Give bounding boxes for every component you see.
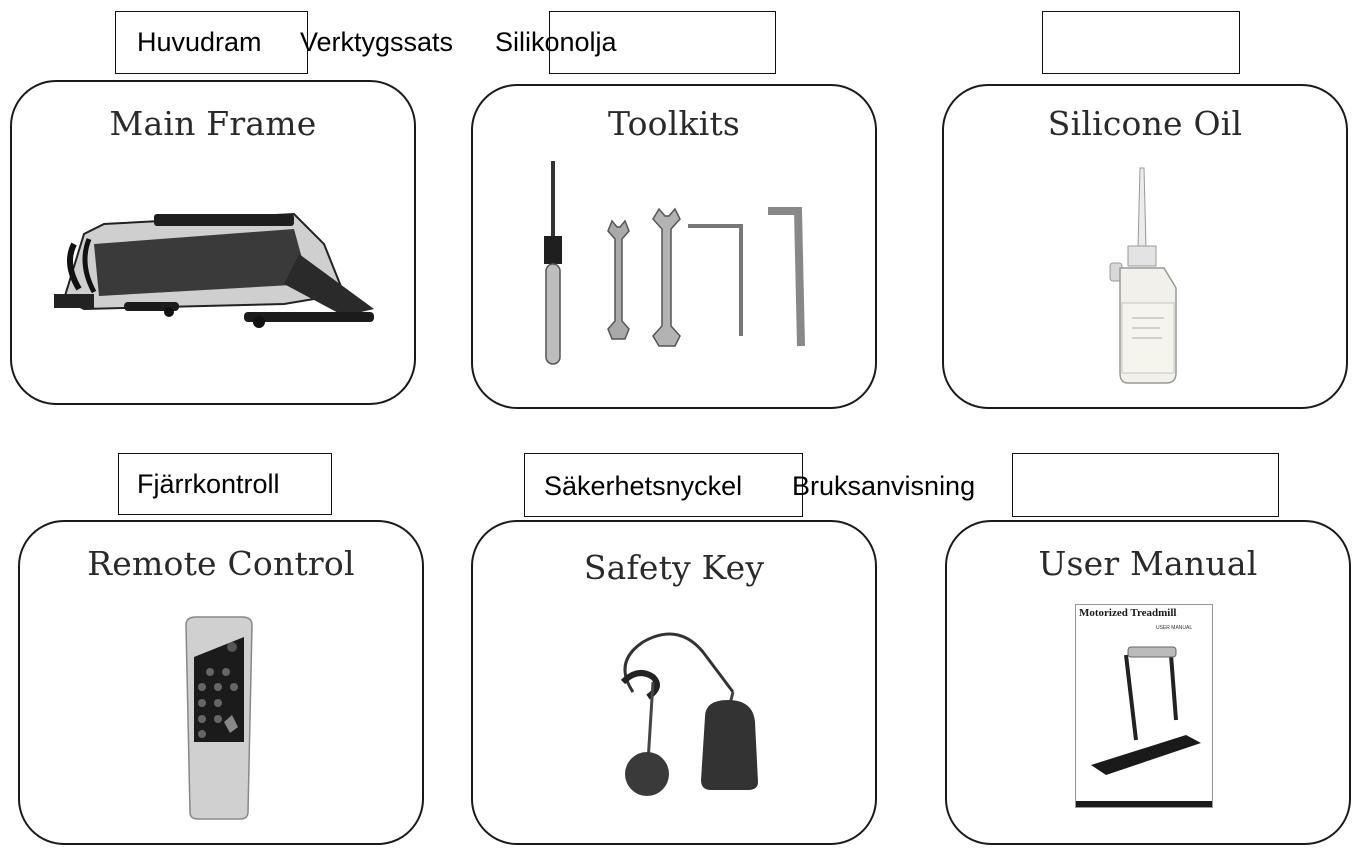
card-silicone-oil: Silicone Oil [942,84,1348,409]
card-user-manual: User Manual Motorized Treadmill USER MAN… [945,520,1351,845]
tools-image [544,161,805,365]
wrench-icon [607,219,630,340]
card-toolkits: Toolkits [471,84,877,409]
label-box-remote-control [118,453,332,515]
label-box-safety-key [524,453,803,517]
remote-control-image [185,616,253,820]
safety-key-image [620,632,758,796]
label-safety-key-sv: Säkerhetsnyckel [544,471,743,501]
label-user-manual-sv: Bruksanvisning [792,471,976,501]
label-box-main-frame [115,11,308,74]
label-box-silicone-oil [1042,11,1240,74]
screwdriver-icon [551,161,555,236]
label-silicone-oil-sv: Silikonolja [495,27,617,57]
treadmill-icon [1076,646,1212,807]
manual-cover: Motorized Treadmill USER MANUAL [1075,604,1213,808]
manual-cover-title: Motorized Treadmill [1079,607,1177,619]
card-safety-key: Safety Key [471,520,877,845]
label-box-user-manual [1012,453,1279,517]
label-remote-control-sv: Fjärrkontroll [137,469,280,499]
card-title-safety-key: Safety Key [583,548,765,587]
label-box-toolkits [549,11,776,74]
label-main-frame-sv: Huvudram [137,27,262,57]
card-remote-control: Remote Control [18,520,424,845]
oil-bottle-image [1109,167,1177,384]
card-title-main-frame: Main Frame [109,104,317,143]
label-toolkits-sv: Verktygssats [300,27,454,57]
manual-cover-subtitle: USER MANUAL [1156,625,1193,631]
card-title-toolkits: Toolkits [607,104,741,143]
card-title-user-manual: User Manual [1038,544,1258,583]
card-title-silicone-oil: Silicone Oil [1047,104,1243,143]
allen-key-icon [688,224,743,336]
treadmill-frame-image [54,212,374,328]
card-main-frame: Main Frame [10,80,416,405]
card-title-remote-control: Remote Control [87,544,355,583]
